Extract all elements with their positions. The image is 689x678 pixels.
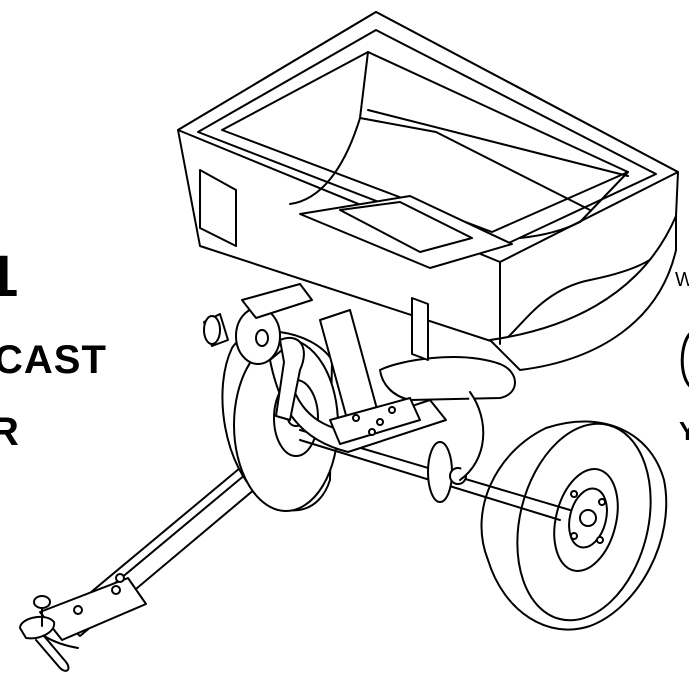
hitch-pin [20,596,78,671]
control-knob [204,284,312,420]
gear-box [330,398,420,444]
cover-title-spreader-fragment: R [0,410,19,454]
side-text-fragment-bottom: Y [679,416,689,446]
cover-title-model-fragment: 1 [0,244,19,309]
side-text-fragment-top: W [675,269,689,291]
frame-support [270,310,515,480]
cover-title-broadcast-fragment: CAST [0,338,107,382]
right-wheel [481,409,670,634]
side-bracket-icon [680,332,689,388]
hopper [178,12,678,370]
